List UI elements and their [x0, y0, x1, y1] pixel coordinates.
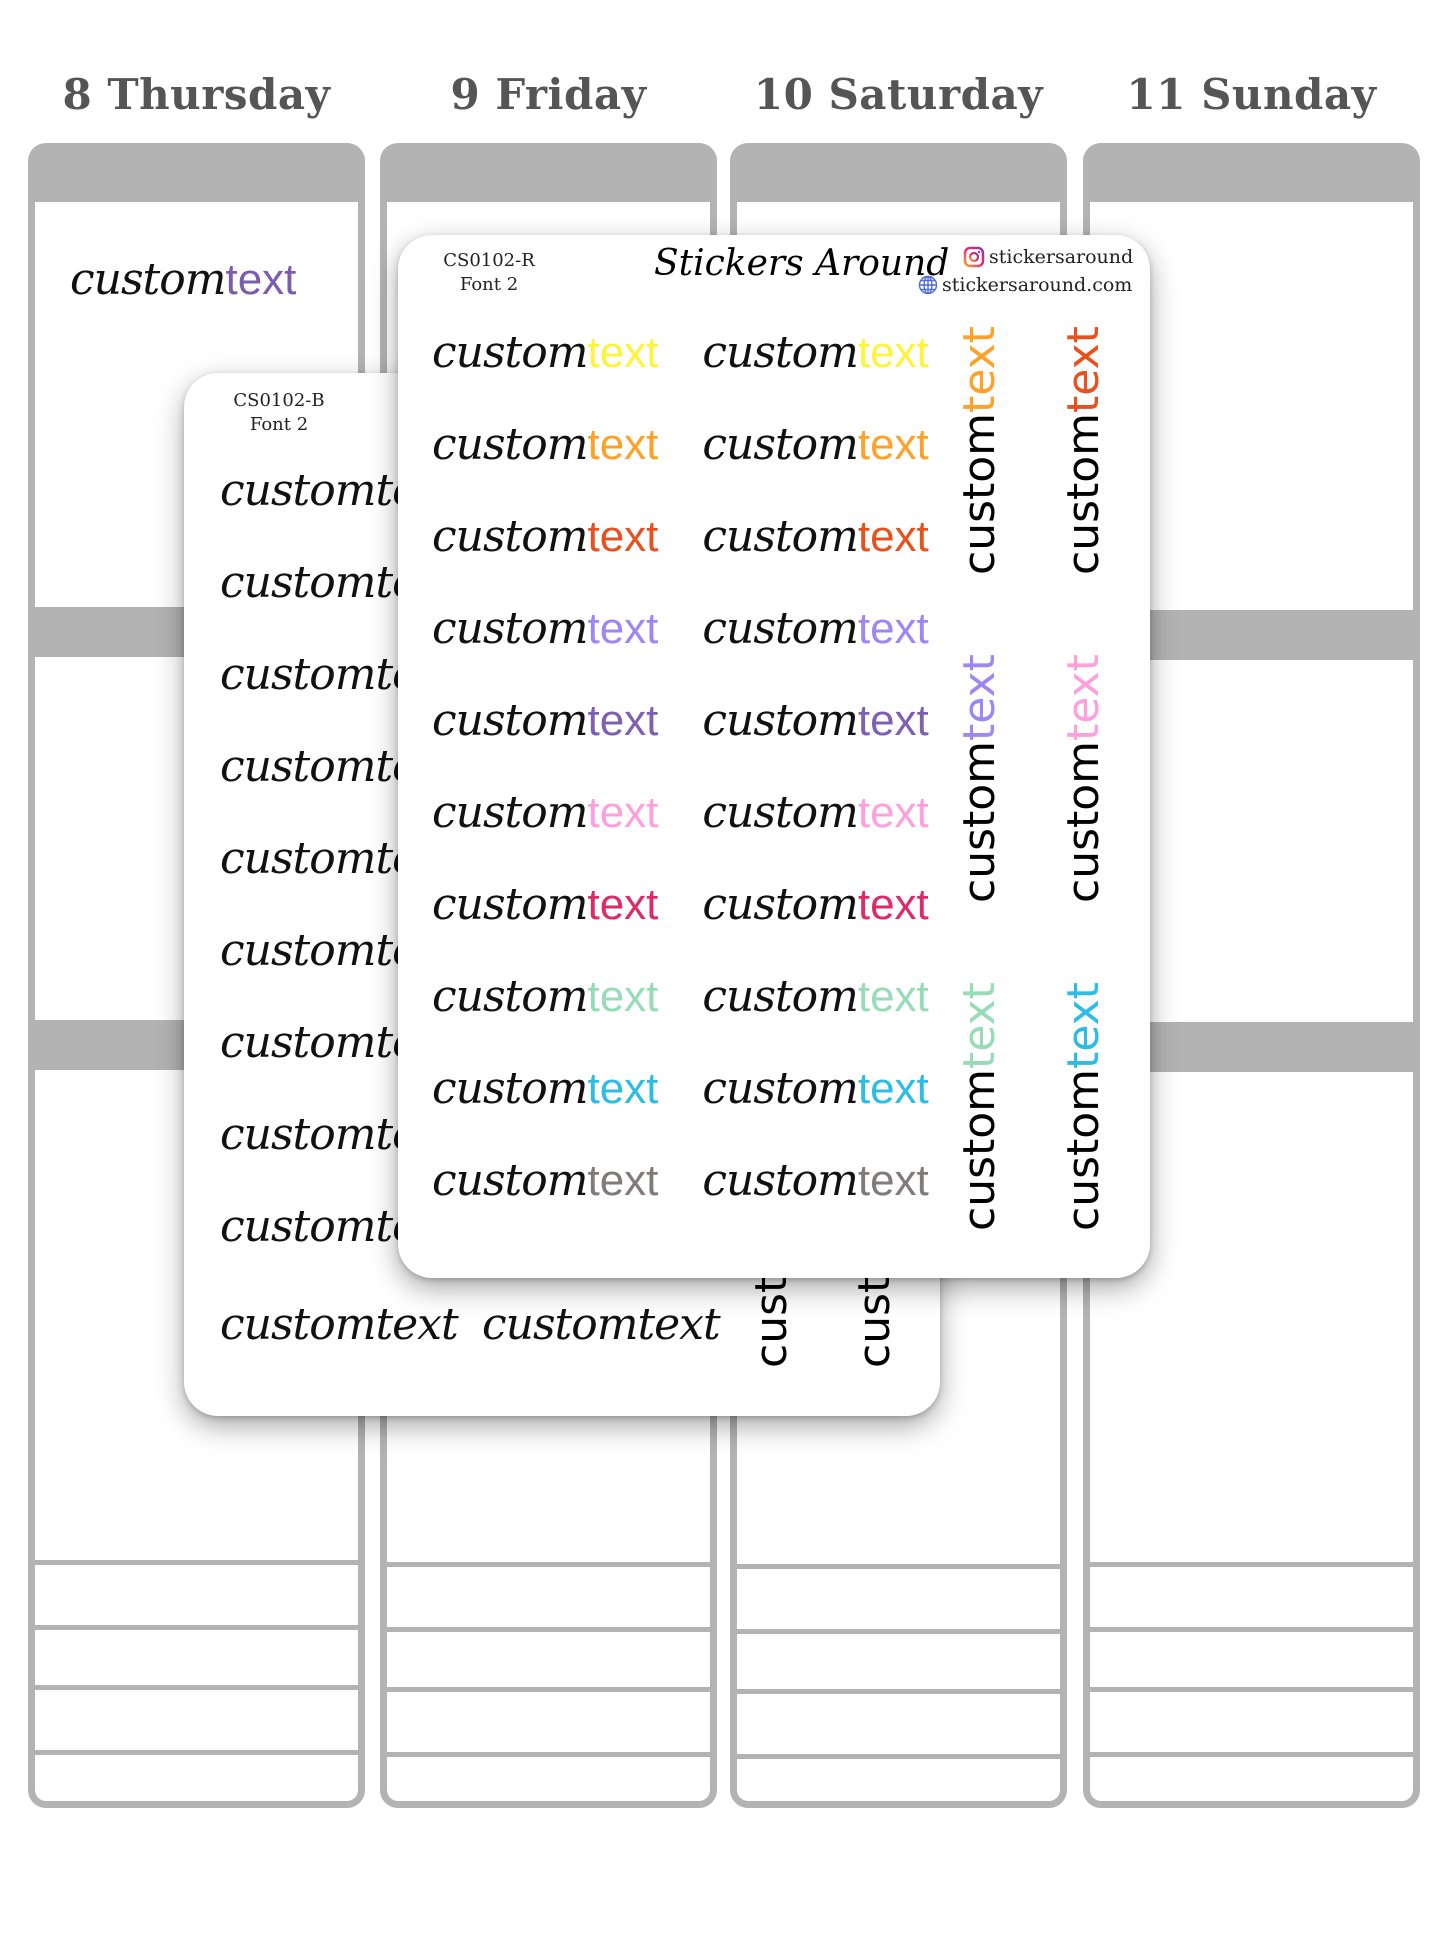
sticker-row: customtext customtext: [432, 971, 929, 1067]
day-header-sunday: 11 Sunday: [1126, 70, 1377, 119]
column-line: [1090, 1752, 1413, 1757]
column-header-band: [35, 150, 358, 202]
front-sticker[interactable]: customtext: [702, 603, 929, 654]
back-sticker[interactable]: customte: [220, 833, 418, 884]
sheet-code: CS0102-R Font 2: [443, 250, 535, 295]
front-sticker-grid: customtext customtext customtext customt…: [432, 327, 929, 1251]
sheet-code: CS0102-B Font 2: [233, 390, 325, 435]
day-header-saturday: 10 Saturday: [753, 70, 1044, 119]
globe-icon: [918, 275, 938, 295]
day-header-friday: 9 Friday: [450, 70, 647, 119]
front-sticker[interactable]: customtext: [432, 511, 659, 562]
front-sticker-vertical[interactable]: customtext: [1058, 982, 1109, 1231]
front-sticker[interactable]: customtext: [702, 327, 929, 378]
front-sticker[interactable]: customtext: [432, 971, 659, 1022]
column-line: [35, 1560, 358, 1565]
column-line: [35, 1685, 358, 1690]
front-sticker[interactable]: customtext: [432, 603, 659, 654]
front-sticker[interactable]: customtext: [432, 695, 659, 746]
front-sticker[interactable]: customtext: [702, 1063, 929, 1114]
day-header-thursday: 8 Thursday: [62, 70, 331, 119]
column-line: [1090, 1687, 1413, 1692]
sticker-row: customtext customtext: [432, 787, 929, 883]
front-sticker[interactable]: customtext: [432, 787, 659, 838]
front-sticker[interactable]: customtext: [432, 419, 659, 470]
column-line: [387, 1562, 710, 1567]
back-sticker-list: customte customte customte customte cust…: [220, 465, 418, 1297]
front-sticker[interactable]: customtext: [432, 327, 659, 378]
front-sticker[interactable]: customtext: [702, 695, 929, 746]
column-line: [737, 1754, 1060, 1759]
back-sticker[interactable]: customte: [220, 1201, 418, 1252]
front-sticker[interactable]: customtext: [432, 1155, 659, 1206]
column-header-band: [1090, 150, 1413, 202]
social-links: stickersaround stickersaround.com: [918, 243, 1133, 299]
front-sticker-vertical[interactable]: customtext: [954, 326, 1005, 575]
sticker-row: customtext customtext: [432, 1063, 929, 1159]
front-sticker[interactable]: customtext: [702, 971, 929, 1022]
column-line: [387, 1687, 710, 1692]
column-line: [737, 1564, 1060, 1569]
front-sticker[interactable]: customtext: [702, 1155, 929, 1206]
column-line: [35, 1625, 358, 1630]
sticker-row: customtext customtext: [432, 419, 929, 515]
sticker-row: customtext customtext: [432, 879, 929, 975]
placed-sticker: customtext: [70, 254, 297, 305]
front-sticker-vertical[interactable]: customtext: [954, 982, 1005, 1231]
back-sticker[interactable]: customtext: [220, 1299, 459, 1350]
back-sticker[interactable]: customte: [220, 1017, 418, 1068]
column-line: [1090, 1627, 1413, 1632]
back-sticker[interactable]: customtext: [482, 1299, 721, 1350]
front-sticker[interactable]: customtext: [702, 879, 929, 930]
front-sticker-vertical[interactable]: customtext: [1058, 654, 1109, 903]
back-sticker[interactable]: customte: [220, 465, 418, 516]
front-sticker[interactable]: customtext: [702, 787, 929, 838]
front-sticker[interactable]: customtext: [702, 511, 929, 562]
column-line: [387, 1627, 710, 1632]
instagram-icon: [963, 246, 985, 268]
front-sticker[interactable]: customtext: [702, 419, 929, 470]
sticker-row: customtext customtext: [432, 1155, 929, 1251]
front-sticker-vertical[interactable]: customtext: [954, 654, 1005, 903]
column-line: [35, 1750, 358, 1755]
website-link[interactable]: stickersaround.com: [918, 271, 1133, 299]
back-sticker[interactable]: customte: [220, 649, 418, 700]
sticker-row: customtext customtext: [432, 327, 929, 423]
front-sticker[interactable]: customtext: [432, 1063, 659, 1114]
column-line: [737, 1689, 1060, 1694]
back-sticker[interactable]: customte: [220, 1109, 418, 1160]
sticker-row: customtext customtext: [432, 603, 929, 699]
sticker-row: customtext customtext: [432, 695, 929, 791]
instagram-handle[interactable]: stickersaround: [918, 243, 1133, 271]
sticker-sheet-front[interactable]: CS0102-R Font 2 Stickers Around stickers…: [398, 235, 1150, 1278]
back-sticker[interactable]: customte: [220, 925, 418, 976]
brand-name: Stickers Around: [654, 243, 950, 284]
front-sticker-vertical[interactable]: customtext: [1058, 326, 1109, 575]
column-line: [387, 1752, 710, 1757]
back-sticker-vertical[interactable]: cust: [849, 1275, 900, 1368]
column-line: [1090, 1562, 1413, 1567]
back-sticker[interactable]: customte: [220, 557, 418, 608]
column-line: [737, 1629, 1060, 1634]
front-sticker[interactable]: customtext: [432, 879, 659, 930]
column-header-band: [737, 150, 1060, 202]
sticker-row: customtext customtext: [432, 511, 929, 607]
back-sticker[interactable]: customte: [220, 741, 418, 792]
column-header-band: [387, 150, 710, 202]
back-sticker-vertical[interactable]: cust: [746, 1275, 797, 1368]
